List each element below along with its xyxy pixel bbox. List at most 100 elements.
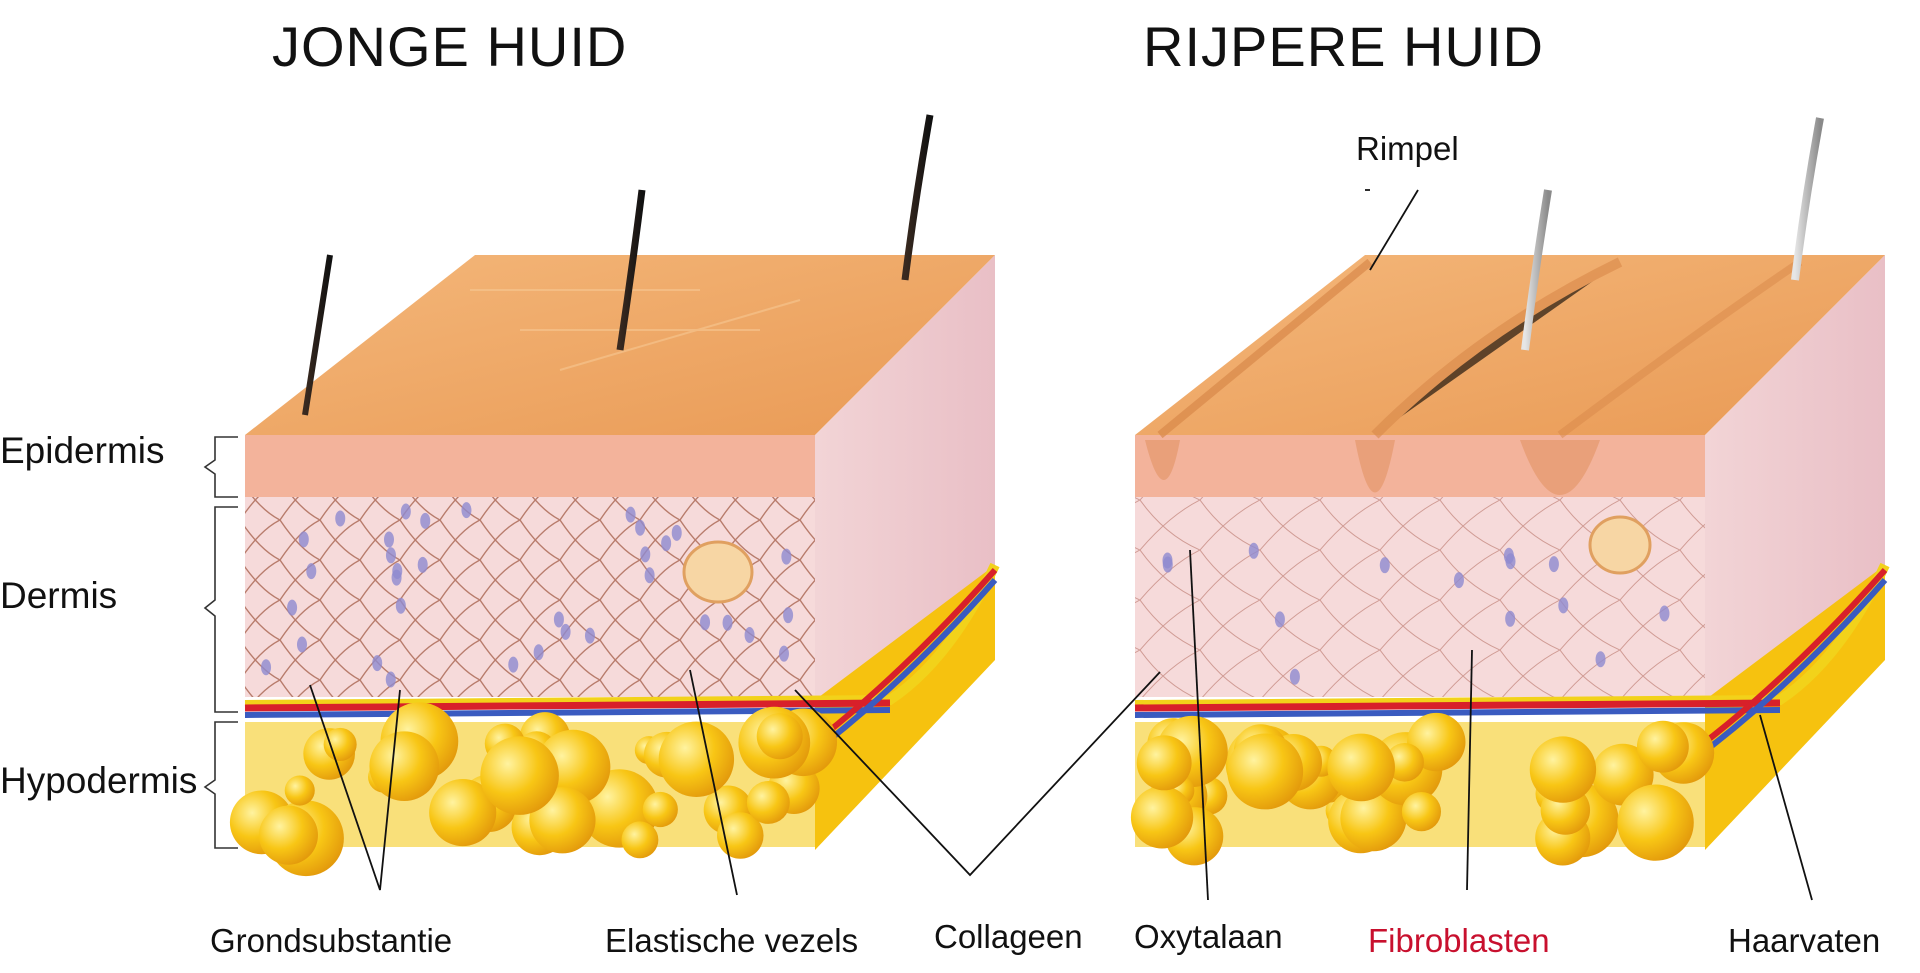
hypodermis-bracket bbox=[203, 721, 238, 849]
fibroblast-cell bbox=[722, 614, 733, 631]
fibroblast-cell bbox=[400, 503, 411, 520]
leader-rimpel bbox=[1369, 189, 1419, 271]
wrinkle-fold-2 bbox=[1355, 440, 1395, 493]
layer-brackets bbox=[203, 436, 238, 849]
wrinkle-fold-3 bbox=[1520, 440, 1600, 495]
fat-cell bbox=[756, 713, 803, 760]
fibroblast-cell bbox=[395, 597, 406, 614]
fibroblast-cell bbox=[635, 519, 646, 536]
fat-cell bbox=[1401, 792, 1442, 832]
mature-skin-block bbox=[1130, 117, 1890, 866]
fibroblast-cell bbox=[335, 510, 346, 527]
fibroblast-cell bbox=[287, 599, 298, 616]
fibroblast-cell bbox=[1505, 610, 1516, 627]
fibroblast-cell bbox=[640, 546, 651, 563]
fibroblast-cell bbox=[700, 614, 711, 631]
label-epidermis: Epidermis bbox=[0, 430, 165, 471]
fat-cell bbox=[1385, 742, 1424, 782]
fat-cell bbox=[323, 727, 357, 761]
leader-fibroblasten bbox=[1466, 649, 1473, 891]
fat-cell bbox=[1529, 736, 1597, 803]
fat-cell bbox=[480, 736, 559, 815]
fat-cell bbox=[621, 821, 659, 859]
fat-cell bbox=[429, 778, 497, 847]
fibroblast-cell bbox=[625, 506, 636, 523]
mature-hair-2 bbox=[1791, 117, 1824, 281]
fat-cell bbox=[1327, 733, 1395, 802]
fibroblast-cell bbox=[383, 531, 394, 548]
fibroblast-cell bbox=[1248, 542, 1259, 559]
fat-cell bbox=[658, 721, 735, 797]
label-collageen: Collageen bbox=[934, 918, 1083, 955]
young-epidermis bbox=[245, 435, 815, 497]
fibroblast-cell bbox=[306, 563, 317, 580]
wrinkle-line-2 bbox=[1371, 257, 1623, 439]
young-hair-2 bbox=[616, 189, 646, 351]
fibroblast-cell bbox=[1289, 668, 1300, 685]
fibroblast-cell bbox=[584, 627, 595, 644]
wrinkle-line-3 bbox=[1557, 258, 1803, 439]
fibroblast-cell bbox=[533, 644, 544, 661]
fibroblast-cell bbox=[420, 512, 431, 529]
leader-oxytalaan bbox=[1189, 549, 1209, 901]
young-hair-3 bbox=[901, 114, 934, 281]
title-mature-skin: RIJPERE HUID bbox=[1143, 15, 1544, 78]
fibroblast-cell bbox=[1548, 556, 1559, 573]
title-young-skin: JONGE HUID bbox=[272, 15, 628, 78]
leader-grondsubstantie bbox=[309, 684, 401, 891]
fibroblast-cell bbox=[553, 611, 564, 628]
fat-cell bbox=[284, 775, 315, 806]
label-grondsubstantie: Grondsubstantie bbox=[210, 922, 453, 959]
label-haarvaten: Haarvaten bbox=[1728, 922, 1881, 959]
fibroblast-cell bbox=[783, 607, 794, 624]
label-hypodermis: Hypodermis bbox=[0, 760, 198, 801]
fat-cell bbox=[717, 812, 764, 859]
label-dermis: Dermis bbox=[0, 575, 118, 616]
fibroblast-cell bbox=[1274, 611, 1285, 628]
fibroblast-cell bbox=[1162, 556, 1173, 573]
wrinkle-line-1 bbox=[1157, 258, 1373, 439]
fibroblast-cell bbox=[1595, 651, 1606, 668]
mature-sweat-gland bbox=[1588, 515, 1652, 575]
fat-cell bbox=[1130, 786, 1194, 849]
fibroblast-cell bbox=[778, 645, 789, 662]
fibroblast-cell bbox=[1379, 557, 1390, 574]
fat-cell bbox=[642, 791, 678, 828]
fat-cell bbox=[258, 805, 318, 865]
fat-cell bbox=[1617, 784, 1694, 861]
fibroblast-cell bbox=[385, 671, 396, 688]
fat-cell bbox=[746, 780, 790, 824]
fibroblast-cell bbox=[372, 655, 383, 672]
label-rimpel: Rimpel bbox=[1356, 130, 1459, 167]
wrinkle-fold-1 bbox=[1145, 440, 1180, 480]
fibroblast-cell bbox=[417, 556, 428, 573]
fibroblast-cell bbox=[261, 659, 272, 676]
leader-haarvaten bbox=[1759, 714, 1813, 901]
mature-epidermis bbox=[1135, 435, 1705, 497]
mature-hair-1 bbox=[1521, 189, 1552, 351]
fibroblast-cell bbox=[296, 636, 307, 653]
young-hair-1 bbox=[302, 254, 333, 416]
fibroblast-cell bbox=[298, 531, 309, 548]
label-elastische-vezels: Elastische vezels bbox=[605, 922, 859, 959]
young-fat-cells bbox=[229, 702, 838, 877]
leader-elastische-vezels bbox=[689, 669, 738, 896]
fibroblast-cell bbox=[1659, 605, 1670, 622]
fibroblast-cell bbox=[461, 502, 472, 519]
epidermis-bracket bbox=[203, 436, 238, 498]
fibroblast-cell bbox=[560, 623, 571, 640]
fibroblast-cell bbox=[508, 656, 519, 673]
fibroblast-cell bbox=[644, 567, 655, 584]
fibroblast-cell bbox=[744, 626, 755, 643]
young-skin-block bbox=[229, 114, 1000, 877]
fibroblast-cell bbox=[391, 569, 402, 586]
fibroblast-cell bbox=[1503, 547, 1514, 564]
fat-cell bbox=[1227, 733, 1304, 810]
fibroblast-cell bbox=[1558, 597, 1569, 614]
label-fibroblasten: Fibroblasten bbox=[1368, 922, 1550, 959]
fat-cell bbox=[1636, 720, 1689, 773]
label-oxytalaan: Oxytalaan bbox=[1134, 918, 1283, 955]
mature-vein bbox=[1134, 707, 1781, 718]
